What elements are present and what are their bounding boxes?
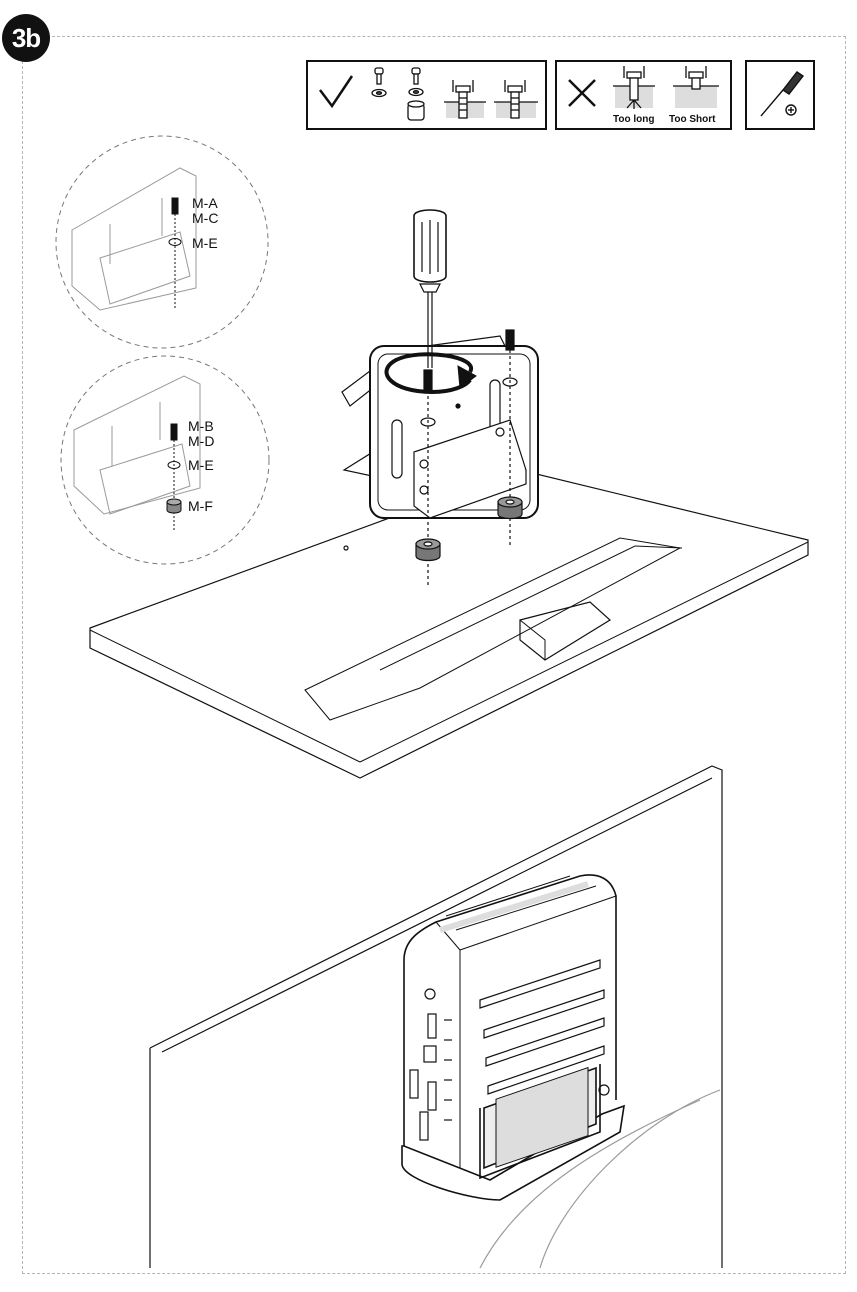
cross-icon	[568, 79, 596, 107]
legend-incorrect-box: Too long Too Short	[555, 60, 732, 130]
rotation-arrow-icon	[384, 352, 477, 395]
callout-top	[55, 135, 269, 349]
callout-top-label-3: M-E	[192, 235, 218, 251]
spacer-left	[415, 538, 441, 562]
step-badge: 3b	[2, 14, 50, 62]
screw-too-long-icon	[613, 66, 655, 109]
too-short-label: Too Short	[669, 114, 716, 125]
too-long-label: Too long	[613, 114, 655, 125]
check-icon	[319, 75, 354, 109]
callout-bottom-label-4: M-F	[188, 498, 213, 514]
callout-bottom	[60, 355, 270, 565]
phillips-screwdriver-icon	[760, 71, 805, 117]
callout-top-label-2: M-C	[192, 210, 219, 226]
screw-correct-length-icon	[494, 80, 538, 119]
callout-bottom-label-3: M-E	[188, 457, 214, 473]
pc-holder	[401, 1064, 625, 1201]
monitor-back	[149, 765, 723, 1269]
spacer-right	[497, 496, 523, 520]
legend-tool-box	[745, 60, 815, 130]
screw-correct-length-icon	[444, 80, 486, 119]
callout-bottom-label-1: M-B	[188, 418, 214, 434]
screwdriver	[413, 209, 447, 368]
screw-with-washer-spacer-icon	[407, 67, 425, 121]
screw-with-washer-icon	[371, 67, 387, 98]
callout-bottom-label-2: M-D	[188, 433, 215, 449]
mounting-bracket	[341, 335, 539, 519]
legend-correct-box	[306, 60, 547, 130]
step-frame	[22, 36, 846, 1274]
callout-top-label-1: M-A	[192, 195, 218, 211]
screw-too-short-icon	[673, 66, 719, 108]
